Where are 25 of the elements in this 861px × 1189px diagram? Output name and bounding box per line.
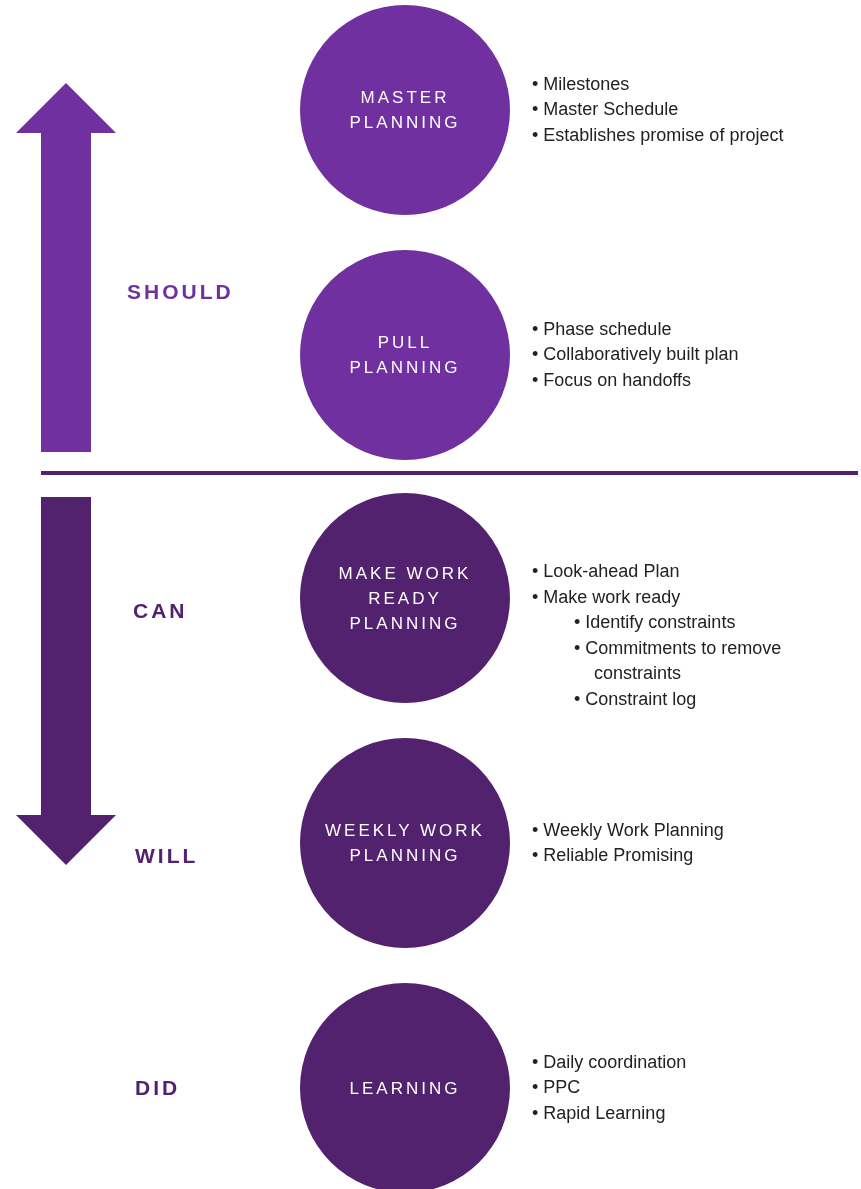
bullet-item: • Commitments to remove constraints [574,636,783,686]
bullet-item: • Focus on handoffs [532,368,693,392]
bullet-item: • Phase schedule [532,317,673,341]
level-label: CAN [133,599,188,623]
level-label: DID [135,1076,181,1100]
level-label: SHOULD [127,280,234,304]
bullet-item: • Milestones [532,72,631,96]
bullet-item: • Weekly Work Planning [532,818,725,842]
bullet-item: • Rapid Learning [532,1101,667,1125]
stage-title: WEEKLY WORK PLANNING [325,820,485,867]
bullet-item: • Reliable Promising [532,844,695,867]
bullet-item: • Daily coordination [532,1050,688,1074]
stage-title: LEARNING [348,1077,462,1100]
level-label: WILL [135,844,199,868]
stage-title: MAKE WORK READY PLANNING [337,562,473,635]
bullet-item: • Establishes promise of project [532,123,785,147]
bullet-item: • PPC [532,1076,582,1100]
bullet-item: • Identify constraints [574,611,737,635]
bullet-item: • Look-ahead Plan [532,560,681,584]
bullet-item: • Constraint log [574,687,698,711]
bullet-item: • Make work ready [532,585,682,609]
stage-title: MASTER PLANNING [348,87,462,134]
bullet-item: • Collaboratively built plan [532,343,740,367]
stage-title: PULL PLANNING [348,332,462,379]
bullet-item: • Master Schedule [532,98,680,122]
